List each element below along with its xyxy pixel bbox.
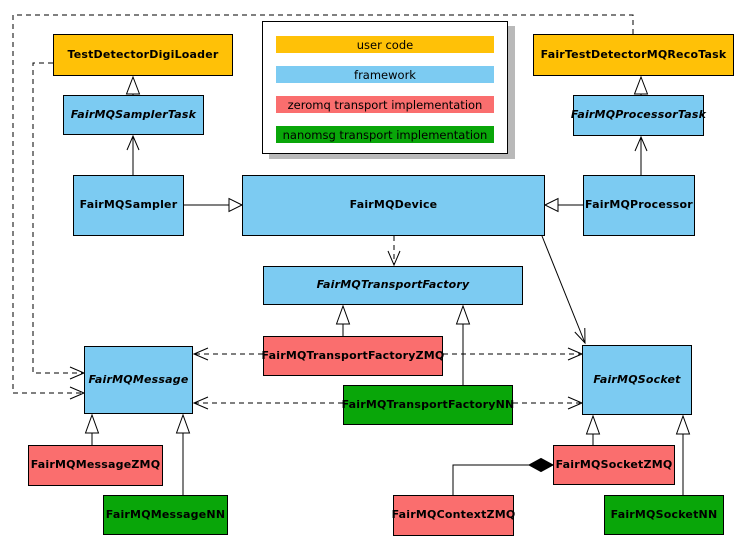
node-fairmqtransportfactorynn: FairMQTransportFactoryNN bbox=[342, 385, 514, 425]
edge-dep-factorynn-to-message bbox=[192, 396, 343, 410]
edge-inherit-socketnn-to-socket bbox=[675, 414, 691, 495]
edge-inherit-samplertask-to-digiloader bbox=[125, 75, 141, 95]
edge-arrow-device-to-socket bbox=[541, 235, 586, 345]
node-fairmqsampler: FairMQSampler bbox=[73, 175, 184, 236]
node-fairtestdetectormqrecotask: FairTestDetectorMQRecoTask bbox=[533, 34, 734, 76]
edge-dep-factoryzmq-to-message bbox=[192, 347, 263, 361]
edge-arrow-sampler-to-samplertask bbox=[126, 134, 140, 175]
edge-dep-factoryzmq-to-socket bbox=[443, 347, 584, 361]
node-fairmqsocketnn: FairMQSocketNN bbox=[604, 495, 724, 535]
node-fairmqtransportfactoryzmq: FairMQTransportFactoryZMQ bbox=[262, 336, 444, 376]
edge-inherit-socketzmq-to-socket bbox=[585, 414, 601, 445]
legend-item-zeromq: zeromq transport implementation bbox=[276, 96, 494, 113]
edge-inherit-messagezmq-to-message bbox=[84, 413, 100, 446]
node-fairmqmessagenn: FairMQMessageNN bbox=[103, 495, 228, 535]
edge-inherit-factoryzmq-to-transportfactory bbox=[335, 304, 351, 336]
edge-inherit-sampler-to-device bbox=[184, 197, 244, 213]
legend-item-nanomsg: nanomsg transport implementation bbox=[276, 126, 494, 143]
edge-inherit-processor-to-device bbox=[543, 197, 583, 213]
legend-item-framework: framework bbox=[276, 66, 494, 83]
node-fairmqsocketzmq: FairMQSocketZMQ bbox=[553, 445, 675, 485]
node-fairmqsocket: FairMQSocket bbox=[582, 345, 692, 415]
node-fairmqmessage: FairMQMessage bbox=[84, 346, 193, 414]
node-fairmqcontextzmq: FairMQContextZMQ bbox=[392, 495, 515, 536]
edge-composition-contextzmq-to-socketzmq bbox=[452, 457, 555, 495]
edge-dep-factorynn-to-socket bbox=[513, 396, 584, 410]
edge-arrow-processor-to-processortask bbox=[634, 135, 648, 175]
node-testdetectordigiloader: TestDetectorDigiLoader bbox=[53, 34, 233, 76]
node-fairmqprocessor: FairMQProcessor bbox=[583, 175, 695, 236]
node-fairmqtransportfactory: FairMQTransportFactory bbox=[263, 266, 523, 305]
edge-inherit-factorynn-to-transportfactory bbox=[455, 304, 471, 385]
legend-item-user-code: user code bbox=[276, 36, 494, 53]
edge-dep-device-to-transportfactory bbox=[387, 236, 401, 267]
node-fairmqprocessortask: FairMQProcessorTask bbox=[571, 95, 706, 136]
node-fairmqdevice: FairMQDevice bbox=[242, 175, 545, 236]
edge-inherit-messagenn-to-message bbox=[175, 413, 191, 495]
node-fairmqsamplertask: FairMQSamplerTask bbox=[63, 95, 204, 135]
legend: user code framework zeromq transport imp… bbox=[262, 21, 508, 154]
node-fairmqmessagezmq: FairMQMessageZMQ bbox=[28, 445, 163, 486]
edge-inherit-processortask-to-recotask bbox=[633, 75, 649, 95]
